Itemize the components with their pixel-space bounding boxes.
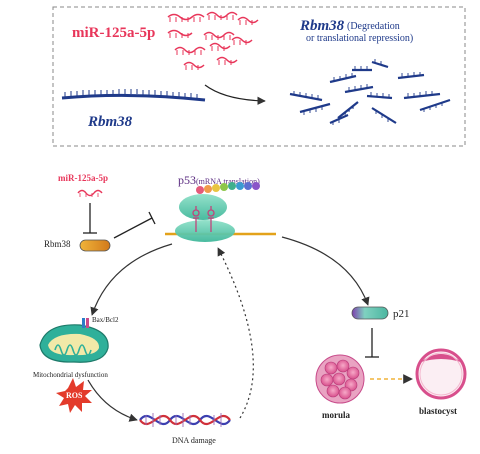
p53-note: (mRNA translation) [196,177,260,186]
top-panel-frame [52,6,466,147]
dna-damage-label: DNA damage [172,436,216,445]
blastocyst-label: blastocyst [419,406,457,416]
top-rbm38-label: Rbm38 [87,114,133,130]
rbm38-mrna-strand [61,89,206,102]
outcome-line2: or translational repression) [306,33,413,44]
ros-burst [56,378,92,413]
mito-dysfunction-label: Mitochondrial dysfunction [33,371,108,379]
p21-inhibits-development [365,328,379,358]
morula-label: morula [322,410,350,420]
dna-to-p53-arrow [217,247,254,419]
mito-to-dna-arrow [87,379,138,422]
mirna-inhibits-rbm38 [83,203,97,234]
bax-bcl2-label: Bax/Bcl2 [92,316,119,324]
rbm38-label: Rbm38 [44,239,71,249]
mitochondrion [39,318,109,363]
p53-to-mito-arrow [90,243,173,316]
blastocyst [415,348,467,400]
pathway-mirna-strand [77,189,103,197]
p53-to-p21-arrow [281,236,370,306]
outcome-gene-label: Rbm38 [299,18,345,34]
p21-label: p21 [393,308,410,320]
p53-label: p53(mRNA translation) [178,173,260,187]
ribosome [175,194,235,242]
p21-protein [351,306,389,320]
degraded-fragments [289,59,451,125]
top-mirna-label: miR-125a-5p [72,25,155,41]
trna-molecules [192,206,215,232]
morula [315,354,365,404]
ros-label: ROS [66,391,83,400]
nascent-peptide [196,182,260,194]
rbm38-protein [79,239,111,252]
dna-helix [139,413,231,427]
mirna-fragments [167,11,259,69]
rbm38-inhibits-p53 [113,211,156,239]
outcome-line1: (Degredation [347,21,400,32]
pathway-mirna-label: miR-125a-5p [58,173,108,183]
top-curved-arrow [204,84,266,106]
